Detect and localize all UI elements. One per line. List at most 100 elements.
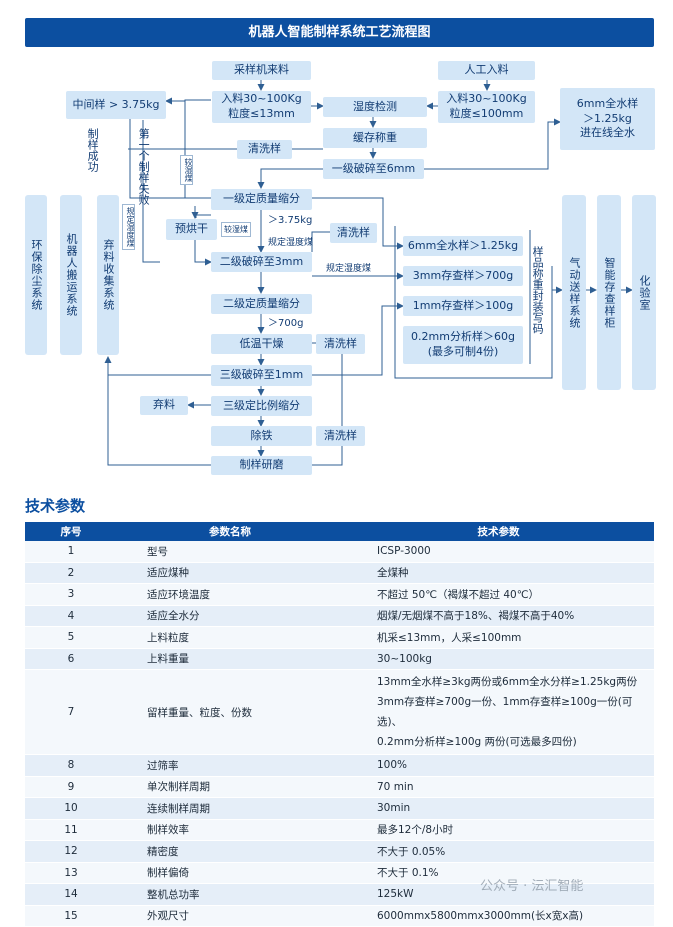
param-name: 制样偏倚 (117, 862, 343, 884)
label-spec-wet-a: 规定湿度煤 (268, 238, 314, 248)
param-value: 70 min (343, 776, 654, 798)
param-name: 适应煤种 (117, 562, 343, 584)
param-value: 机采≤13mm，人采≤100mm (343, 626, 654, 649)
param-name: 精密度 (117, 840, 343, 863)
param-value: 6000mmx5800mmx3000mm(长x宽x高) (343, 905, 654, 927)
moisture-detect: 湿度检测 (323, 97, 427, 117)
param-name: 适应环境温度 (117, 583, 343, 606)
param-index: 7 (25, 669, 117, 755)
param-value: 烟煤/无烟煤不高于18%、褐煤不高于40% (343, 605, 654, 627)
wash-sample-4: 清洗样 (316, 426, 365, 446)
param-value: 125kW (343, 883, 654, 906)
param-index: 8 (25, 754, 117, 777)
param-name: 制样效率 (117, 819, 343, 841)
section-title-params: 技术参数 (25, 497, 86, 515)
manual-feed-box: 人工入料 (438, 61, 535, 80)
param-index: 3 (25, 583, 117, 606)
param-name: 整机总功率 (117, 883, 343, 906)
divide-stage3: 三级定比例缩分 (211, 396, 312, 416)
param-value-line: 0.2mm分析样≥100g 两份(可选最多四份) (377, 736, 577, 748)
lab-box: 化验室 (632, 195, 656, 390)
param-value: ICSP-3000 (343, 541, 654, 563)
diagram-title: 机器人智能制样系统工艺流程图 (25, 18, 654, 47)
param-name: 上料粒度 (117, 626, 343, 649)
env-dust-system: 环保除尘系统 (25, 195, 47, 355)
sampler-feed-box: 采样机来料 (212, 61, 311, 80)
waste-collect-system: 弃料收集系统 (97, 195, 119, 355)
param-value: 不大于 0.05% (343, 840, 654, 863)
param-index: 15 (25, 905, 117, 927)
param-name: 过筛率 (117, 754, 343, 777)
param-index: 6 (25, 648, 117, 670)
divide-stage2: 二级定质量缩分 (211, 294, 312, 314)
param-value: 最多12个/8小时 (343, 819, 654, 841)
param-value: 30min (343, 797, 654, 820)
param-index: 10 (25, 797, 117, 820)
low-temp-dry: 低温干燥 (211, 334, 312, 354)
label-wet-coal-2: 较湿煤 (221, 222, 251, 237)
param-index: 12 (25, 840, 117, 863)
header-value: 技术参数 (343, 522, 654, 541)
param-name: 外观尺寸 (117, 905, 343, 927)
grind-box: 制样研磨 (211, 456, 312, 475)
intermediate-sample: 中间样 > 3.75kg (66, 91, 166, 119)
flow-connectors (104, 80, 633, 466)
param-name: 上料重量 (117, 648, 343, 670)
output-02mm: 0.2mm分析样＞60g(最多可制4份) (403, 326, 523, 364)
label-gt-375: ＞3.75kg (268, 215, 313, 226)
param-value: 13mm全水样≥3kg两份或6mm全水分样≥1.25kg两份 3mm存查样≥700… (343, 669, 654, 755)
params-header-row: 序号 参数名称 技术参数 (25, 522, 654, 541)
param-value: 不超过 50℃（褐煤不超过 40℃） (343, 583, 654, 606)
pre-dry: 预烘干 (166, 219, 217, 240)
crush-stage2: 二级破碎至3mm (211, 252, 312, 272)
param-name: 连续制样周期 (117, 797, 343, 820)
watermark: 公众号 · 沄汇智能 (480, 879, 584, 894)
param-index: 5 (25, 626, 117, 649)
param-index: 4 (25, 605, 117, 627)
param-name: 型号 (117, 541, 343, 563)
label-spec-wet-b: 规定湿度煤 (326, 264, 372, 274)
param-index: 1 (25, 541, 117, 563)
param-name: 留样重量、粒度、份数 (117, 669, 343, 755)
crush-stage3: 三级破碎至1mm (211, 365, 312, 386)
smart-cabinet: 智能存查样柜 (597, 195, 621, 390)
label-weigh-seal: 样品称重封装写码 (531, 246, 545, 334)
wash-sample-2: 清洗样 (330, 223, 377, 243)
param-index: 2 (25, 562, 117, 584)
param-value: 30~100kg (343, 648, 654, 670)
param-value: 100% (343, 754, 654, 777)
output-3mm: 3mm存查样＞700g (403, 266, 523, 286)
label-wet-coal: 较湿煤 (180, 155, 193, 185)
divide-stage1: 一级定质量缩分 (211, 189, 312, 210)
label-gt-700: ＞700g (268, 318, 304, 329)
param-index: 14 (25, 883, 117, 906)
buffer-weigh: 缓存称重 (323, 128, 427, 148)
output-1mm: 1mm存查样＞100g (403, 296, 523, 316)
param-index: 11 (25, 819, 117, 841)
param-value: 不大于 0.1% (343, 862, 654, 884)
param-name: 单次制样周期 (117, 776, 343, 798)
wash-sample-1: 清洗样 (237, 140, 292, 159)
discard-box: 弃料 (140, 396, 188, 415)
param-value-line: 3mm存查样≥700g一份、1mm存查样≥100g一份(可选)、 (377, 696, 633, 728)
wash-sample-3: 清洗样 (316, 334, 365, 354)
header-index: 序号 (25, 522, 117, 541)
param-value-line: 13mm全水样≥3kg两份或6mm全水分样≥1.25kg两份 (377, 676, 638, 688)
